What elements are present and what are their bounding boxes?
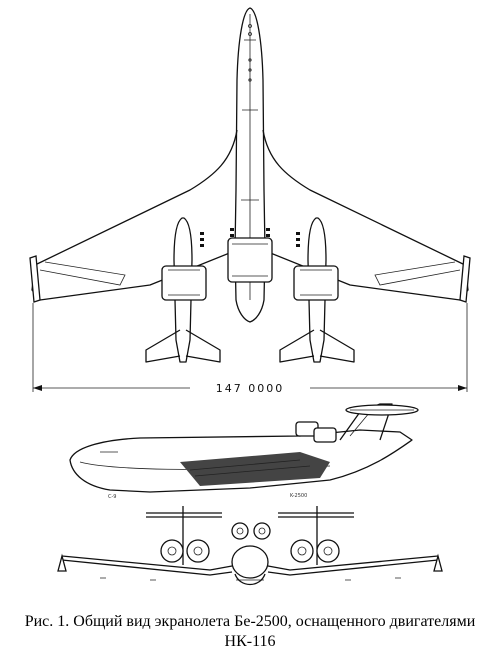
front-wing xyxy=(61,555,439,571)
span-dimension-label: 147 0000 xyxy=(216,382,285,395)
front-view xyxy=(57,506,443,586)
fuselage-front xyxy=(231,545,269,579)
side-hatched-wing xyxy=(180,452,330,486)
span-dimension: 147 0000 xyxy=(32,303,468,395)
aircraft-three-view-drawing: 147 0000 C-9 K-2500 xyxy=(29,7,471,586)
caption-line-1: Рис. 1. Общий вид экранолета Бе-2500, ос… xyxy=(24,613,476,630)
plan-view: 147 0000 xyxy=(29,7,471,395)
figure-caption: Рис. 1. Общий вид экранолета Бе-2500, ос… xyxy=(0,612,500,652)
fuselage-side xyxy=(69,429,413,493)
caption-line-2: НК-116 xyxy=(224,633,276,650)
left-boom-plan xyxy=(173,217,193,363)
side-label-right: K-2500 xyxy=(290,493,307,499)
right-boom-plan xyxy=(307,217,327,363)
side-label-left: C-9 xyxy=(108,494,116,500)
fuselage-plan xyxy=(234,7,266,323)
side-view: C-9 K-2500 xyxy=(69,403,419,500)
